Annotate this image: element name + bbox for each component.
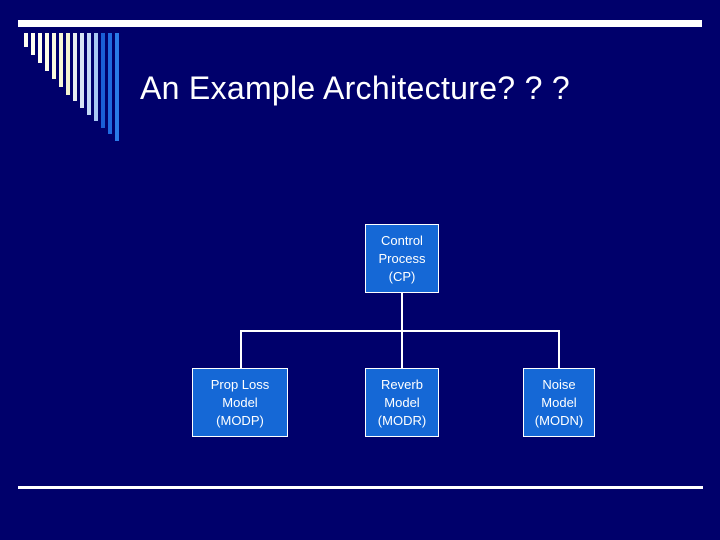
node-label-line1: Reverb (381, 376, 423, 392)
decor-bar (108, 33, 112, 134)
decor-bar (73, 33, 77, 101)
decor-bar (24, 33, 28, 47)
node-control-process[interactable]: Control Process (CP) (365, 224, 439, 293)
node-noise-model[interactable]: Noise Model (MODN) (523, 368, 595, 437)
decor-bar (80, 33, 84, 108)
connector-horizontal-bus (240, 330, 560, 332)
node-label-line3: (MODR) (377, 412, 427, 428)
diagonal-bar-motif (24, 33, 124, 143)
node-label-line1: Control (381, 232, 423, 248)
node-label-line1: Noise (542, 376, 576, 392)
decor-bar (59, 33, 63, 87)
node-label-line1: Prop Loss (210, 376, 270, 392)
node-label-line3: (MODN) (534, 412, 584, 428)
decor-bar (38, 33, 42, 63)
decor-bar (45, 33, 49, 71)
connector-bus-to-modr (401, 330, 403, 368)
node-prop-loss-model[interactable]: Prop Loss Model (MODP) (192, 368, 288, 437)
decor-bar (115, 33, 119, 141)
connector-bus-to-modp (240, 330, 242, 368)
node-label-line2: Model (384, 394, 420, 410)
decor-bar (52, 33, 56, 79)
decor-bar (87, 33, 91, 115)
bottom-horizontal-rule (18, 486, 703, 489)
decor-bar (94, 33, 98, 121)
decor-bar (31, 33, 35, 55)
node-reverb-model[interactable]: Reverb Model (MODR) (365, 368, 439, 437)
node-label-line2: Process (378, 250, 426, 266)
node-label-line2: Model (541, 394, 577, 410)
decor-bar (66, 33, 70, 95)
connector-bus-to-modn (558, 330, 560, 368)
node-label-line2: Model (222, 394, 258, 410)
node-label-line3: (MODP) (216, 412, 264, 428)
node-label-line3: (CP) (388, 268, 416, 284)
page-title: An Example Architecture? ? ? (140, 70, 570, 106)
top-horizontal-rule (18, 20, 702, 27)
connector-cp-to-bus (401, 293, 403, 331)
decor-bar (101, 33, 105, 128)
